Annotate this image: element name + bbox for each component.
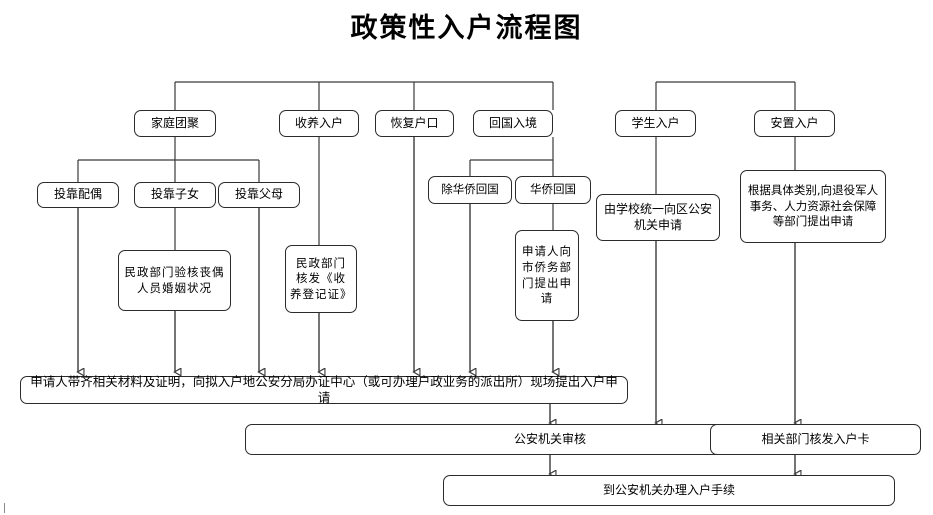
node-complete-at-police[interactable]: 到公安机关办理入户手续 [443,475,895,506]
node-submit-application-on-site[interactable]: 申请人带齐相关材料及证明，向拟入户地公安分局办证中心（或可办理户政业务的派出所）… [20,374,628,405]
page-edge-tick [4,503,5,513]
node-civil-affairs-issue-adoption-cert[interactable]: 民政部门核发《收养登记证》 [285,245,357,313]
node-overseas-return[interactable]: 华侨回国 [515,176,591,204]
page-title: 政策性入户流程图 [350,13,583,44]
node-depend-parents[interactable]: 投靠父母 [218,182,300,208]
node-apply-overseas-affairs[interactable]: 申请人向市侨务部门提出申请 [515,230,579,321]
node-school-unified-apply[interactable]: 由学校统一向区公安机关申请 [596,194,720,241]
node-restore-hukou[interactable]: 恢复户口 [375,110,454,137]
node-issue-hukou-card[interactable]: 相关部门核发入户卡 [710,424,921,455]
node-student[interactable]: 学生入户 [615,110,696,137]
node-resettlement[interactable]: 安置入户 [754,110,835,137]
node-depend-children[interactable]: 投靠子女 [134,182,216,208]
node-non-overseas-return[interactable]: 除华侨回国 [428,176,512,204]
node-depend-spouse[interactable]: 投靠配偶 [37,182,119,208]
node-return-entry[interactable]: 回国入境 [473,110,553,137]
node-family-reunion[interactable]: 家庭团聚 [134,110,216,137]
node-veterans-hr-apply[interactable]: 根据具体类别,向退役军人事务、人力资源社会保障等部门提出申请 [740,170,886,243]
node-civil-affairs-verify-widowhood[interactable]: 民政部门验核丧偶人员婚姻状况 [118,250,231,311]
node-adoption[interactable]: 收养入户 [279,110,359,137]
